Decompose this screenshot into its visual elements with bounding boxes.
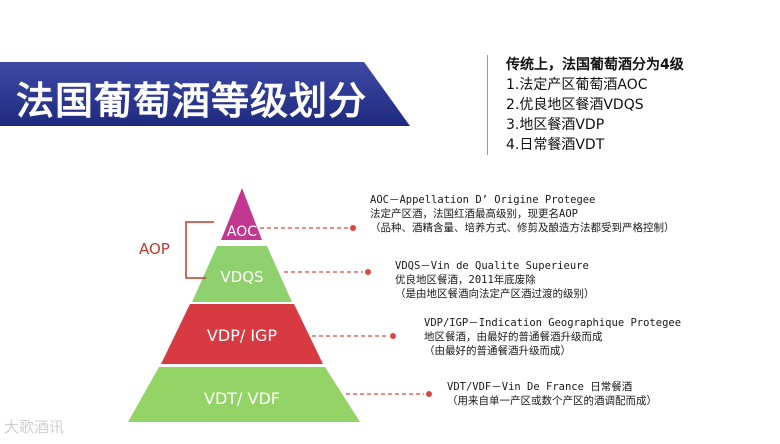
page-title: 法国葡萄酒等级划分 xyxy=(16,79,368,123)
note-vdt-vdf-line-1: VDT/VDF－Vin De France 日常餐酒 xyxy=(447,381,633,393)
connector-vdt-vdf xyxy=(346,391,432,397)
connector-vdp-igp xyxy=(312,333,396,339)
note-vdt-vdf-line-2: （用来自单一产区或数个产区的酒调配而成） xyxy=(447,395,657,407)
note-vdt-vdf: VDT/VDF－Vin De France 日常餐酒 （用来自单一产区或数个产区… xyxy=(447,380,657,408)
summary-heading: 传统上，法国葡萄酒分为4级 xyxy=(506,57,684,73)
note-vdp-igp-line-2: 地区餐酒，由最好的普通餐酒升级而成 xyxy=(424,331,603,343)
watermark: 大歌酒讯 xyxy=(4,418,65,436)
pyramid-level-vdp-igp xyxy=(161,304,323,364)
pyramid-label-vdt-vdf: VDT/ VDF xyxy=(204,389,280,408)
pyramid-label-vdp-igp: VDP/ IGP xyxy=(207,326,278,345)
aop-label: AOP xyxy=(139,240,170,258)
note-vdqs-line-2: 优良地区餐酒，2011年底废除 xyxy=(395,274,536,286)
connector-aoc xyxy=(260,225,356,231)
note-vdp-igp-line-1: VDP/IGP－Indication Geographique Protegee xyxy=(424,317,682,329)
summary-item-3: 3.地区餐酒VDP xyxy=(506,117,605,133)
note-aoc: AOC－Appellation D’ Origine Protegee 法定产区… xyxy=(370,193,675,235)
note-aoc-line-2: 法定产区酒，法国红酒最高级别，现更名AOP xyxy=(370,208,578,220)
note-vdqs-line-3: （是由地区餐酒向法定产区酒过渡的级别） xyxy=(395,288,595,300)
note-vdqs: VDQS－Vin de Qualite Superieure 优良地区餐酒，20… xyxy=(395,259,595,301)
summary-item-2: 2.优良地区餐酒VDQS xyxy=(506,97,644,113)
note-vdqs-line-1: VDQS－Vin de Qualite Superieure xyxy=(395,260,589,272)
note-aoc-line-3: （品种、酒精含量、培养方式、修剪及酿造方法都受到严格控制） xyxy=(370,222,675,234)
note-aoc-line-1: AOC－Appellation D’ Origine Protegee xyxy=(370,194,596,206)
pyramid-label-aoc: AOC xyxy=(227,224,257,240)
pyramid-diagram: AOC VDQS VDP/ IGP VDT/ VDF AOP xyxy=(128,188,432,422)
title-banner: 法国葡萄酒等级划分 xyxy=(0,62,410,126)
note-vdp-igp-line-3: （由最好的普通餐酒升级而成） xyxy=(424,345,571,357)
pyramid-level-vdqs xyxy=(192,246,292,302)
summary-item-1: 1.法定产区葡萄酒AOC xyxy=(506,77,648,93)
summary-item-4: 4.日常餐酒VDT xyxy=(506,137,605,153)
summary-box: 传统上，法国葡萄酒分为4级 1.法定产区葡萄酒AOC 2.优良地区餐酒VDQS … xyxy=(487,55,766,155)
pyramid-level-vdt-vdf xyxy=(128,367,360,422)
pyramid-level-aoc xyxy=(221,188,262,240)
title-banner-shape xyxy=(0,62,410,126)
connector-vdqs xyxy=(284,269,371,275)
pyramid-label-vdqs: VDQS xyxy=(220,268,263,286)
aop-bracket xyxy=(185,221,214,279)
note-vdp-igp: VDP/IGP－Indication Geographique Protegee… xyxy=(424,316,681,358)
